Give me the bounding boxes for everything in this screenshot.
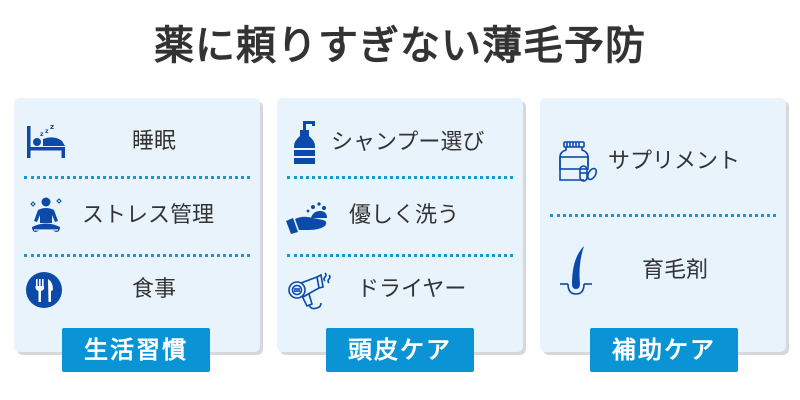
list-item-stress: ストレス管理 [14, 194, 260, 238]
list-item-gentle-wash: 優しく洗う [277, 194, 523, 238]
shampoo-bottle-icon [285, 118, 329, 168]
item-label: 優しく洗う [349, 203, 460, 228]
item-label: サプリメント [608, 149, 741, 174]
dotted-separator [24, 254, 250, 257]
hair-follicle-icon [554, 244, 598, 298]
list-item-dryer: ドライヤー [277, 268, 523, 312]
card-lifestyle: z z z 睡眠 ストレス管理 [14, 98, 260, 352]
fork-knife-icon [22, 268, 66, 312]
item-label: 食事 [132, 277, 177, 302]
dotted-separator [24, 176, 250, 179]
category-badge-lifestyle: 生活習慣 [62, 328, 210, 372]
list-item-supplement: サプリメント [540, 138, 786, 186]
supplement-bottle-icon [556, 138, 600, 186]
list-item-hair-tonic: 育毛剤 [540, 244, 786, 298]
dotted-separator [287, 254, 513, 257]
card-scalp-care: シャンプー選び 優しく洗う [277, 98, 523, 352]
page-title: 薬に頼りすぎない薄毛予防 [154, 23, 646, 69]
category-badge-supplementary-care: 補助ケア [590, 328, 738, 372]
item-label: ストレス管理 [82, 203, 215, 228]
svg-text:z: z [40, 131, 44, 138]
bed-sleep-icon: z z z [24, 120, 68, 164]
category-badge-scalp-care: 頭皮ケア [326, 328, 474, 372]
list-item-sleep: z z z 睡眠 [14, 120, 260, 164]
dotted-separator [287, 176, 513, 179]
meditation-icon [24, 194, 68, 238]
svg-text:z: z [50, 123, 54, 131]
card-supplementary-care: サプリメント 育毛剤 [540, 98, 786, 352]
list-item-diet: 食事 [14, 268, 260, 312]
item-label: ドライヤー [357, 277, 467, 302]
item-label: 睡眠 [132, 129, 177, 154]
svg-text:z: z [45, 128, 49, 135]
item-label: 育毛剤 [642, 258, 709, 283]
hand-foam-icon [283, 194, 337, 238]
hair-dryer-icon [285, 268, 335, 312]
item-label: シャンプー選び [331, 130, 485, 155]
list-item-shampoo: シャンプー選び [277, 118, 523, 168]
dotted-separator [550, 214, 776, 217]
